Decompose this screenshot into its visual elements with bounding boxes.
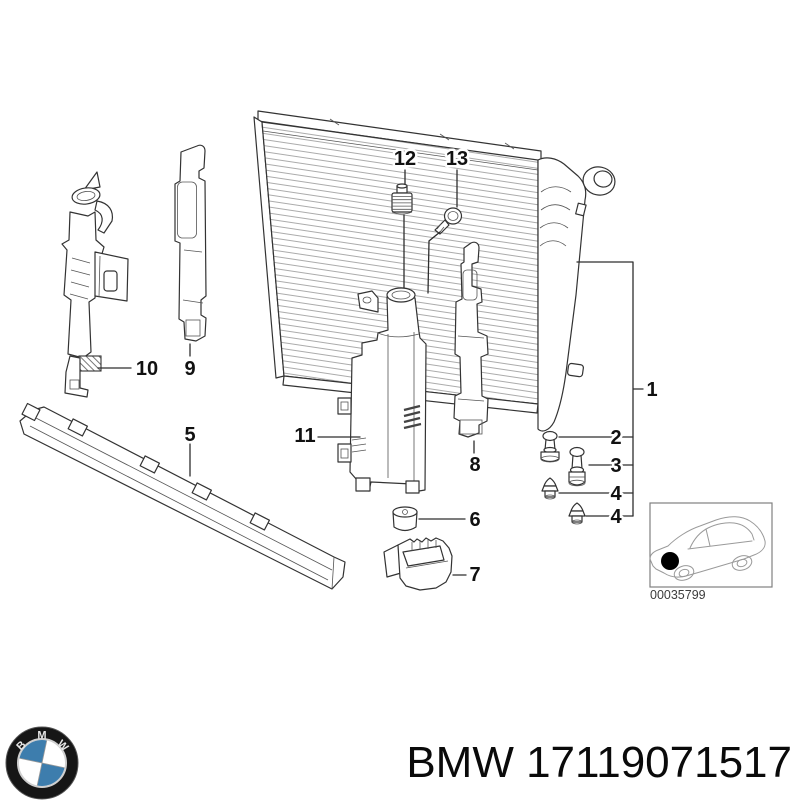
bracket-part-10 <box>61 171 129 398</box>
callout-6: 6 <box>469 509 480 531</box>
callout-9: 9 <box>184 358 195 380</box>
callout-3: 3 <box>610 455 621 477</box>
part-number-text: BMW 17119071517 <box>406 738 792 787</box>
callout-12: 12 <box>394 148 416 170</box>
leader-bracket-1 <box>576 261 644 517</box>
roundel-quadrants <box>19 740 65 786</box>
screw-plug-part-12 <box>391 183 413 215</box>
diagram-code: 00035799 <box>650 588 706 602</box>
callout-10: 10 <box>136 358 158 380</box>
callout-11: 11 <box>294 425 315 447</box>
location-dot <box>661 552 679 570</box>
grommet-part-4a <box>541 477 559 500</box>
car-silhouette <box>649 516 766 581</box>
leader-12 <box>403 169 406 289</box>
callout-4a: 4 <box>610 483 622 505</box>
callout-13: 13 <box>446 148 468 170</box>
rivet-part-2 <box>540 430 560 463</box>
callout-labels: 1 2 3 4 4 5 6 7 8 9 10 11 12 13 <box>133 146 660 589</box>
grommet-part-4b <box>568 502 586 525</box>
footer: B M W BMW 17119071517 <box>5 726 792 800</box>
callout-2: 2 <box>610 427 621 449</box>
callout-5: 5 <box>184 424 195 446</box>
callout-4b: 4 <box>610 506 622 528</box>
callout-8: 8 <box>469 454 480 476</box>
bracket-part-9 <box>174 144 207 342</box>
leader-13 <box>427 169 458 294</box>
leader-lines <box>97 169 644 576</box>
callout-7: 7 <box>469 564 480 586</box>
car-thumbnail: 00035799 <box>649 502 773 602</box>
expansion-tank-part-11 <box>337 287 427 494</box>
logo-letter-m: M <box>37 730 46 742</box>
buffer-part-6 <box>392 506 418 532</box>
rivet-part-3 <box>568 446 586 487</box>
bracket-part-7 <box>383 537 453 591</box>
callout-1: 1 <box>646 379 657 401</box>
bracket-part-8 <box>453 241 489 438</box>
car-thumbnail-box <box>649 502 773 588</box>
lower-rail-part-5 <box>19 402 346 590</box>
bmw-roundel-logo: B M W <box>5 726 79 800</box>
screw-part-13 <box>434 207 463 235</box>
